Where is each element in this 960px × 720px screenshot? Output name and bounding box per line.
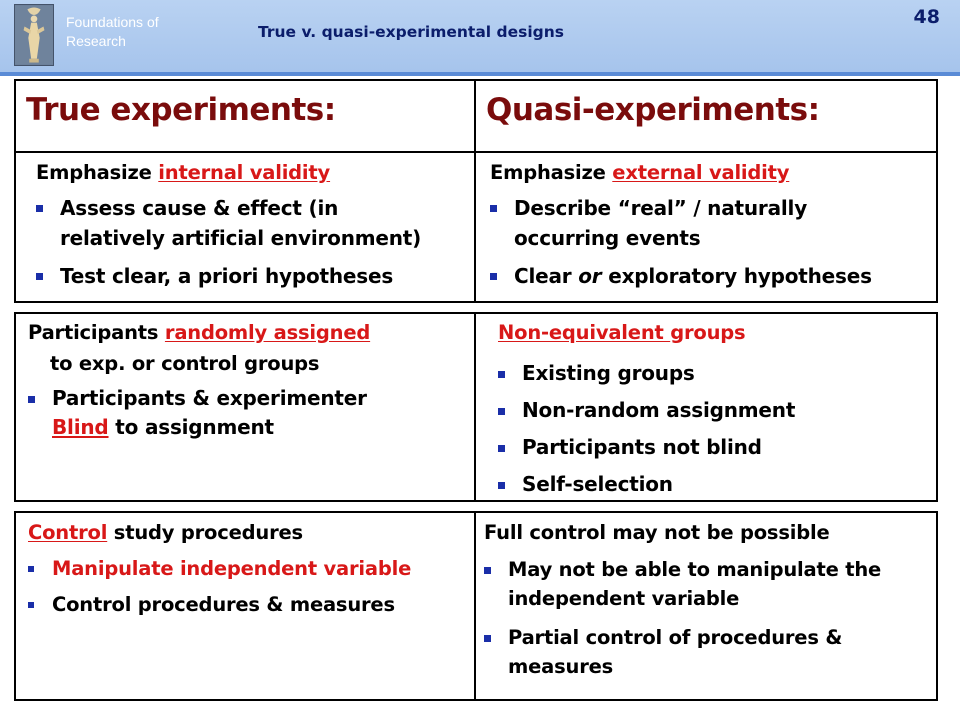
list-item: May not be able to manipulate the indepe… <box>484 555 936 613</box>
header-rule <box>0 72 960 76</box>
list-item: Non-random assignment <box>498 392 934 429</box>
top-table-header-divider <box>14 151 938 153</box>
bullet-text: Manipulate independent variable <box>52 557 412 580</box>
bullet-text-line: occurring events <box>514 226 701 250</box>
bullet-text-line: relatively artificial environment) <box>60 226 422 250</box>
quasi-experiments-body: Emphasize external validity Describe “re… <box>490 161 936 291</box>
bullet-icon <box>28 602 34 608</box>
bullet-prefix: Clear <box>514 264 579 288</box>
list-item: Clear or exploratory hypotheses <box>490 261 936 291</box>
bullet-icon <box>490 273 497 280</box>
list-item: Control procedures & measures <box>28 587 470 623</box>
random-assignment-heading: Participants randomly assigned <box>28 321 468 345</box>
bullet-text: Self-selection <box>522 472 673 496</box>
statue-logo-icon <box>14 4 54 66</box>
list-item: Partial control of procedures & measures <box>484 623 936 681</box>
true-experiments-body: Emphasize internal validity Assess cause… <box>36 161 466 291</box>
control-comparison-table <box>14 511 938 701</box>
bullet-text-line: Assess cause & effect (in <box>60 196 339 220</box>
heading-suffix: groups <box>670 321 746 344</box>
bullet-text: Participants not blind <box>522 435 762 459</box>
full-control-body: Full control may not be possible May not… <box>484 521 936 681</box>
true-experiments-title: True experiments: <box>26 92 336 128</box>
bullet-icon <box>36 273 43 280</box>
bullet-icon <box>498 445 505 452</box>
bullet-icon <box>484 567 491 574</box>
bullet-text-line: Blind to assignment <box>52 413 468 442</box>
bullet-text-line: Clear or exploratory hypotheses <box>514 261 936 291</box>
bullet-italic: or <box>578 264 602 288</box>
bullet-text: Existing groups <box>522 361 695 385</box>
slide-header <box>0 0 960 72</box>
bullet-icon <box>36 205 43 212</box>
bullet-text-line: measures <box>508 655 614 678</box>
non-equivalent-emphasis: Non-equivalent <box>498 321 671 344</box>
full-control-heading: Full control may not be possible <box>484 521 830 544</box>
external-validity-emphasis: external validity <box>612 161 790 184</box>
brand-label: Foundations of Research <box>66 13 196 51</box>
middle-table-column-divider <box>474 312 476 502</box>
heading-prefix: Emphasize <box>36 161 159 184</box>
heading-prefix: Emphasize <box>490 161 613 184</box>
random-assignment-heading-line-2: to exp. or control groups <box>50 352 320 375</box>
bullet-text: Non-random assignment <box>522 398 796 422</box>
control-emphasis: Control <box>28 521 108 544</box>
list-item: Self-selection <box>498 466 934 503</box>
randomly-assigned-emphasis: randomly assigned <box>164 321 371 344</box>
bullet-icon <box>498 371 505 378</box>
bullet-icon <box>490 205 497 212</box>
bullet-icon <box>498 408 505 415</box>
heading-prefix: Participants <box>28 321 165 344</box>
list-item: Describe “real” / naturally occurring ev… <box>490 193 936 253</box>
brand-line-1: Foundations of <box>66 14 159 30</box>
list-item: Test clear, a priori hypotheses <box>36 261 466 291</box>
bullet-suffix: exploratory hypotheses <box>601 264 872 288</box>
quasi-experiments-title: Quasi-experiments: <box>486 92 820 128</box>
bullet-text-line: independent variable <box>508 587 740 610</box>
list-item: Participants & experimenter Blind to ass… <box>28 384 468 442</box>
list-item: Manipulate independent variable <box>28 551 470 587</box>
heading-suffix: study procedures <box>107 521 303 544</box>
slide-number: 48 <box>913 6 940 28</box>
internal-validity-heading: Emphasize internal validity <box>36 161 466 185</box>
brand-line-2: Research <box>66 33 126 49</box>
bullet-icon <box>484 635 491 642</box>
list-item: Existing groups <box>498 355 934 392</box>
bullet-icon <box>28 566 34 572</box>
top-table-column-divider <box>474 79 476 303</box>
assignment-comparison-table <box>14 312 938 502</box>
non-equivalent-heading: Non-equivalent groups <box>498 321 934 345</box>
random-assignment-body: Participants randomly assigned to exp. o… <box>28 321 468 442</box>
bullet-icon <box>28 396 35 403</box>
bullet-text-line: Partial control of procedures & <box>508 626 843 649</box>
control-procedures-body: Control study procedures Manipulate inde… <box>28 521 470 623</box>
top-comparison-table <box>14 79 938 303</box>
bullet-suffix: to assignment <box>108 415 274 439</box>
internal-validity-emphasis: internal validity <box>158 161 331 184</box>
non-equivalent-body: Non-equivalent groups Existing groups No… <box>498 321 934 503</box>
bullet-text-line: Describe “real” / naturally <box>514 196 808 220</box>
bullet-text: Control procedures & measures <box>52 593 395 616</box>
blind-emphasis: Blind <box>52 415 109 439</box>
bullet-text-line: May not be able to manipulate the <box>508 558 882 581</box>
control-heading: Control study procedures <box>28 521 470 545</box>
slide-title: True v. quasi-experimental designs <box>258 23 564 41</box>
list-item: Participants not blind <box>498 429 934 466</box>
list-item: Assess cause & effect (in relatively art… <box>36 193 466 253</box>
bullet-text-line: Test clear, a priori hypotheses <box>60 264 394 288</box>
bullet-icon <box>498 482 505 489</box>
external-validity-heading: Emphasize external validity <box>490 161 936 185</box>
bottom-table-column-divider <box>474 511 476 701</box>
bullet-text-line: Participants & experimenter <box>52 386 367 410</box>
